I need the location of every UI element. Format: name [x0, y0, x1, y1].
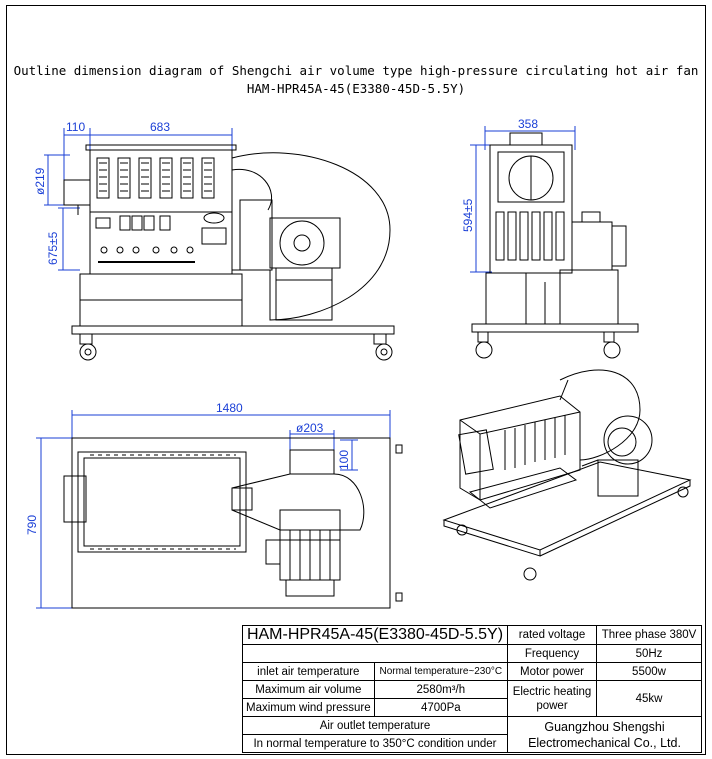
spec-model: HAM-HPR45A-45(E3380-45D-5.5Y) [242, 625, 508, 645]
top-view: 1480 ø203 100 790 [25, 401, 403, 609]
spec-value-heating: 45kw [596, 680, 702, 717]
dim-top-width-label: 790 [25, 515, 39, 535]
spec-value-inlet-temp: Normal temperature~230°C [373, 662, 509, 681]
spec-label-outlet-temp: Air outlet temperature [242, 716, 508, 735]
drawing-frame [6, 5, 706, 755]
spec-label-air-volume: Maximum air volume [242, 680, 375, 699]
spec-label-heating: Electric heating power [507, 680, 597, 717]
dim-inlet-dia-label: ø219 [33, 167, 47, 195]
dim-front-height-label: 675±5 [46, 231, 60, 265]
dim-outlet-dia-label: ø203 [296, 421, 324, 435]
dim-side-width-label: 358 [518, 117, 538, 131]
dim-offset-label: 110 [66, 120, 85, 134]
dim-side-height-label: 594±5 [461, 198, 475, 232]
spec-value-frequency: 50Hz [596, 644, 702, 663]
spec-label-inlet-temp: inlet air temperature [242, 662, 375, 681]
isometric-view [442, 369, 692, 581]
company-name: Guangzhou Shengshi Electromechanical Co.… [507, 716, 702, 753]
spec-label-wind-pressure: Maximum wind pressure [242, 698, 375, 717]
spec-label-frequency: Frequency [507, 644, 597, 663]
spec-value-motor: 5500w [596, 662, 702, 681]
drawing-title: Outline dimension diagram of Shengchi ai… [13, 63, 699, 78]
spec-label-voltage: rated voltage [507, 625, 597, 645]
dim-top-length-label: 1480 [216, 401, 243, 415]
spec-value-voltage: Three phase 380V [596, 625, 702, 645]
side-view: 358 594±5 [461, 117, 639, 359]
spec-value-outlet-temp: In normal temperature to 350°C condition… [242, 734, 508, 753]
spec-label-motor: Motor power [507, 662, 597, 681]
spec-value-air-volume: 2580m³/h [373, 680, 509, 699]
spec-model-spacer [242, 644, 508, 663]
dim-outlet-length-label: 100 [337, 450, 351, 470]
front-view: 110 683 ø219 675±5 [33, 120, 395, 361]
spec-table: HAM-HPR45A-45(E3380-45D-5.5Y) rated volt… [242, 625, 702, 753]
dim-front-width-label: 683 [150, 120, 170, 134]
model-subtitle: HAM-HPR45A-45(E3380-45D-5.5Y) [246, 81, 466, 96]
spec-value-wind-pressure: 4700Pa [373, 698, 509, 717]
